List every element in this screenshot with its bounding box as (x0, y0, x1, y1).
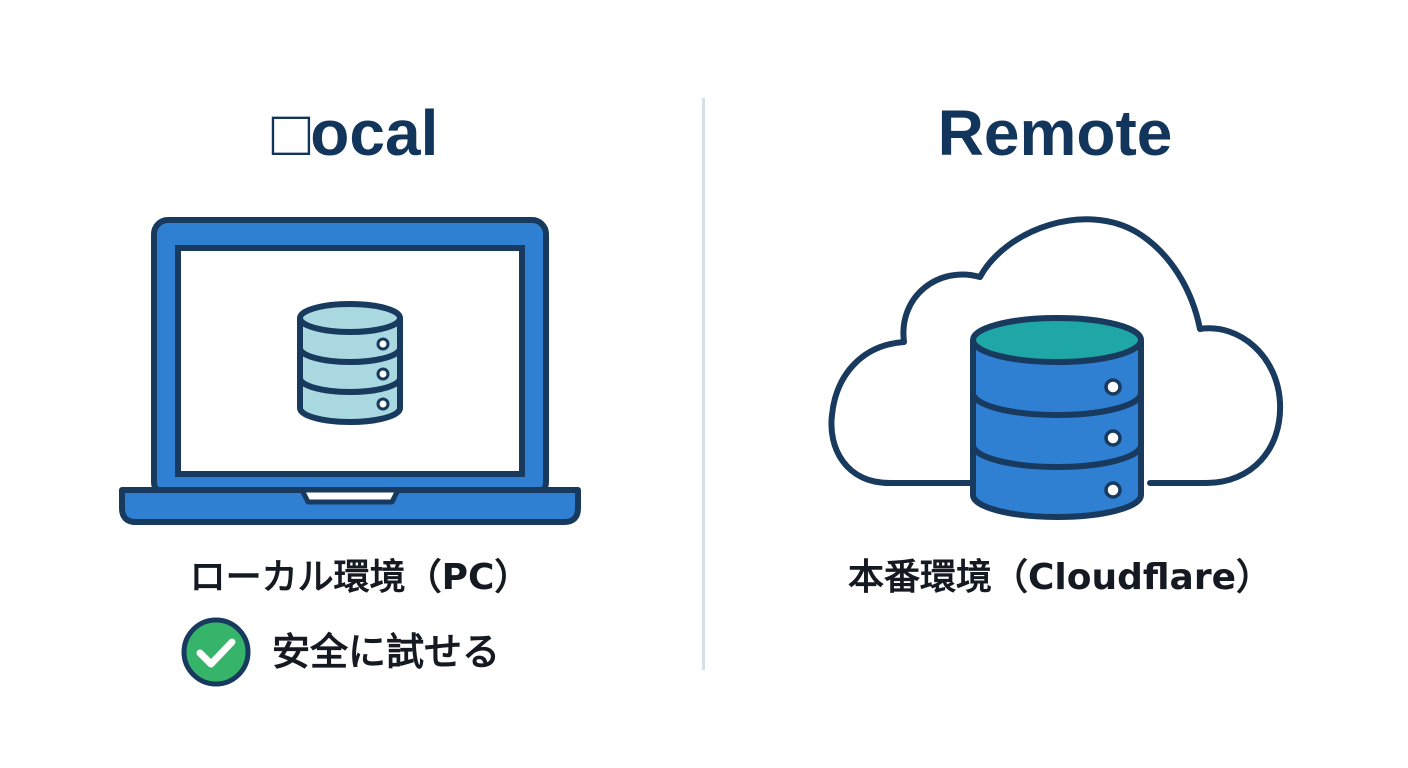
safe-to-try-label: 安全に試せる (272, 630, 501, 674)
cloud-icon (828, 216, 1284, 520)
local-heading: □ocal (271, 97, 439, 169)
center-divider (702, 98, 705, 670)
remote-heading: Remote (937, 97, 1173, 169)
safe-to-try-row: 安全に試せる (180, 614, 560, 690)
laptop-icon (119, 217, 581, 525)
local-caption: ローカル環境（PC） (189, 557, 531, 598)
remote-caption: 本番環境（Cloudflare） (847, 557, 1273, 598)
check-circle-icon (181, 617, 251, 687)
database-icon (297, 301, 403, 425)
database-icon (970, 315, 1144, 520)
